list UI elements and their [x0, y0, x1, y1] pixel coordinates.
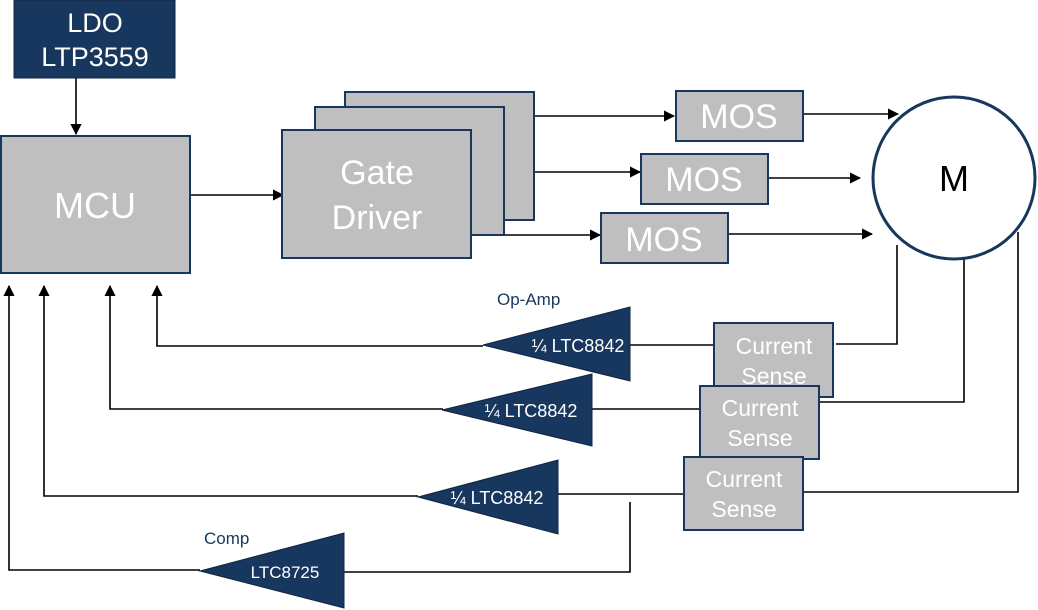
mcu-block: MCU [0, 135, 191, 274]
comparator-label: LTC8725 [251, 563, 320, 582]
current-sense-block-2: Current Sense [699, 385, 820, 460]
op-amp-caption: Op-Amp [497, 290, 560, 309]
mos-label-1: MOS [700, 98, 777, 136]
current-sense-1-line1: Current [736, 333, 813, 359]
op-amp-1-label: ¼ LTC8842 [532, 336, 625, 356]
current-sense-3-line2: Sense [711, 496, 776, 522]
current-sense-block-1: Current Sense [713, 322, 834, 398]
ldo-label-line1: LDO [67, 8, 123, 38]
wire-comparator-to-mcu [3, 284, 200, 571]
op-amp-3: ¼ LTC8842 [416, 459, 559, 535]
current-sense-block-3: Current Sense [683, 456, 804, 531]
op-amp-2: ¼ LTC8842 [441, 373, 593, 447]
wire-motor-to-sense-3 [804, 232, 1019, 493]
mos-block-2: MOS [640, 153, 769, 205]
op-amp-2-label: ¼ LTC8842 [485, 401, 578, 421]
mos-label-3: MOS [625, 221, 702, 259]
mos-block-3: MOS [600, 212, 729, 264]
motor: M [871, 95, 1037, 261]
mos-label-2: MOS [665, 161, 742, 199]
ldo-label-line2: LTP3559 [41, 42, 149, 72]
current-sense-1-line2: Sense [741, 363, 806, 389]
wire-motor-to-sense-1 [836, 245, 898, 345]
comparator-caption: Comp [204, 529, 249, 548]
current-sense-3-line1: Current [706, 466, 783, 492]
current-sense-2-line2: Sense [727, 425, 792, 451]
wire-amp-1-to-mcu [151, 284, 483, 347]
wire-amp-3-to-mcu [38, 284, 418, 497]
current-sense-2-line1: Current [722, 395, 799, 421]
wire-sense-to-comparator [344, 502, 631, 573]
wires [3, 78, 1019, 573]
motor-label: M [939, 158, 969, 199]
gate-driver-stack: Gate Driver [281, 91, 535, 259]
op-amp-1: ¼ LTC8842 [482, 306, 631, 382]
gate-driver-label-line1: Gate [340, 154, 414, 192]
mcu-label: MCU [54, 185, 136, 226]
gate-driver-layer-front [281, 129, 472, 259]
ldo-block: LDO LTP3559 [13, 0, 176, 79]
mos-block-1: MOS [675, 90, 804, 142]
wire-amp-2-to-mcu [104, 284, 443, 410]
wire-motor-to-sense-2 [820, 256, 965, 403]
op-amp-3-label: ¼ LTC8842 [451, 488, 544, 508]
gate-driver-label-line2: Driver [332, 199, 423, 237]
comparator: LTC8725 [198, 532, 345, 609]
